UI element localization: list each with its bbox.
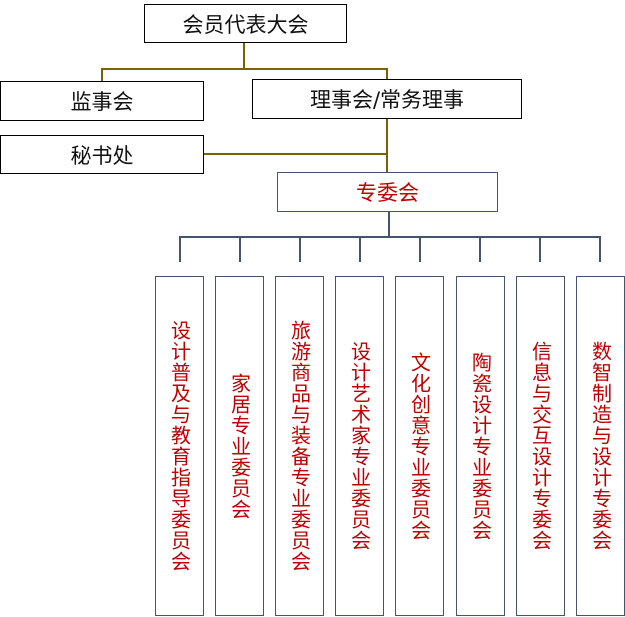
connector [204, 153, 387, 155]
node-label: 理事会/常务理事 [309, 88, 465, 112]
connector [419, 236, 421, 262]
connector [101, 68, 388, 70]
committee-label: 数智制造与设计专委会 [588, 341, 613, 551]
committee-box: 设计艺术家专业委员会 [335, 276, 384, 616]
connector [599, 236, 601, 262]
committee-label: 陶瓷设计专业委员会 [468, 351, 493, 541]
connector [179, 236, 181, 262]
committee-box: 文化创意专业委员会 [395, 276, 444, 616]
committee-label: 设计艺术家专业委员会 [347, 341, 372, 551]
connector [359, 236, 361, 262]
committee-label: 文化创意专业委员会 [407, 351, 432, 541]
node-label: 监事会 [70, 90, 134, 114]
node-label: 秘书处 [70, 143, 134, 168]
committee-box: 家居专业委员会 [215, 276, 264, 616]
committee-box: 数智制造与设计专委会 [576, 276, 625, 616]
connector [101, 68, 103, 82]
connector [386, 118, 388, 173]
node-label: 会员代表大会 [182, 12, 309, 37]
committee-box: 设计普及与教育指导委员会 [155, 276, 204, 616]
connector [179, 236, 600, 238]
committee-label: 家居专业委员会 [227, 372, 252, 520]
connector [239, 236, 241, 262]
connector [243, 42, 245, 69]
connector [299, 236, 301, 262]
secretariat-node: 秘书处 [0, 135, 204, 174]
connector [386, 68, 388, 80]
node-label: 专委会 [356, 181, 419, 205]
connector [479, 236, 481, 262]
committee-box: 陶瓷设计专业委员会 [456, 276, 505, 616]
committee-label: 信息与交互设计专委会 [528, 341, 553, 551]
committees-node: 专委会 [277, 172, 498, 212]
committee-box: 旅游商品与装备专业委员会 [275, 276, 324, 616]
committee-label: 设计普及与教育指导委员会 [167, 320, 192, 572]
connector [539, 236, 541, 262]
council-node: 理事会/常务理事 [252, 79, 522, 119]
committee-box: 信息与交互设计专委会 [516, 276, 565, 616]
connector [388, 211, 390, 236]
supervisors-node: 监事会 [0, 81, 204, 121]
committee-label: 旅游商品与装备专业委员会 [287, 320, 312, 572]
member-assembly-node: 会员代表大会 [144, 4, 347, 43]
